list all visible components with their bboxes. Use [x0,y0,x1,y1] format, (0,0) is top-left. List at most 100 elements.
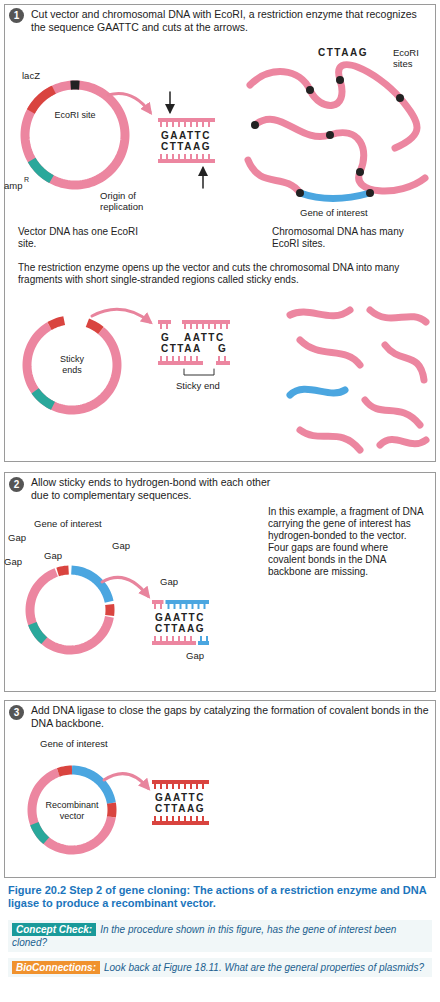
gene-label: Gene of interest [300,207,368,218]
dna-fragment [380,440,426,445]
lacz-gene [87,323,101,331]
part-label: Recombinant vector [42,800,102,822]
part-label: Sticky ends [50,354,94,376]
base-tooth [154,816,156,821]
gene-label: Gene of interest [34,518,102,529]
band-tab: BioConnections: [12,961,100,974]
dna-fragment [300,430,360,450]
base-tooth [160,122,162,127]
base-tooth [202,816,204,821]
step-panel: Allow sticky ends to hydrogen-bond with … [4,472,436,692]
ecori-site-mark [396,94,404,102]
base-tooth [198,604,200,609]
base-tooth [190,784,192,789]
base-tooth [160,324,162,329]
part-label: Origin of replication [100,190,172,212]
base-tooth [174,604,176,609]
base-tooth [166,324,168,329]
base-tooth [202,154,204,159]
ampr-gene [34,824,46,841]
ecori-site-mark [306,86,314,94]
base-tooth [172,356,174,361]
base-tooth [190,356,192,361]
base-tooth [190,154,192,159]
sequence-text: G [218,343,227,354]
base-tooth [196,356,198,361]
base-tooth [196,816,198,821]
ecori-site-mark [251,121,259,129]
ecori-site-mark [326,131,334,139]
note-text: Vector DNA has one EcoRI site. [18,226,158,250]
ecori-site-mark [366,189,374,197]
base-tooth [184,816,186,821]
gap-label: Gap [4,556,22,567]
base-tooth [208,122,210,127]
sequence-text: CTTAA [161,343,202,354]
ecori-end [105,604,114,615]
ecori-site-mark [296,189,304,197]
base-tooth [154,784,156,789]
dna-strand [152,641,196,645]
sequence-text: GAATTC [161,130,211,141]
base-tooth [202,122,204,127]
base-tooth [166,122,168,127]
dna-strand [158,361,203,365]
gene-of-interest-dna [300,193,370,198]
base-tooth [154,636,156,641]
ecori-site-mark [356,168,364,176]
base-tooth [208,154,210,159]
ecori-site-mark [336,76,344,84]
dna-strand [152,821,209,825]
gap-label: Gap [112,540,130,551]
dna-fragment [290,310,350,316]
gene-label: amp [4,180,22,191]
base-tooth [172,122,174,127]
base-tooth [166,154,168,159]
note-text: The restriction enzyme opens up the vect… [18,262,423,286]
chromosomal-dna [250,65,417,148]
ecori-site-mark [71,81,80,90]
dna-strand [158,118,215,122]
base-tooth [166,636,168,641]
lacz-gene [50,321,65,326]
base-tooth [196,784,198,789]
base-tooth [218,356,220,361]
vector-plasmid [25,85,125,185]
ecori-end [58,770,72,772]
ampr-gene [32,624,44,641]
sequence-text: CTTAAG [155,803,205,814]
cut-arrow [169,92,171,112]
base-tooth [178,784,180,789]
base-tooth [172,784,174,789]
ampr-gene [32,160,52,179]
sequence-text: GAATTC [155,792,205,803]
site-label: EcoRI site [53,110,97,121]
step-number: 3 [9,705,24,720]
base-tooth [202,784,204,789]
base-tooth [172,636,174,641]
sequence-text: G [161,332,170,343]
part-label: Sticky end [176,380,220,391]
concept-check-band: Concept Check:In the procedure shown in … [8,920,432,952]
base-tooth [178,636,180,641]
base-tooth [220,324,222,329]
base-tooth [160,154,162,159]
base-tooth [184,356,186,361]
ecori-end [58,570,69,572]
gene-label-superscript: R [24,176,29,184]
base-tooth [166,356,168,361]
zoom-arrow [92,309,150,322]
base-tooth [214,324,216,329]
base-tooth [178,154,180,159]
base-tooth [154,604,156,609]
gene-of-interest-insert [71,570,109,602]
gene-fragment [290,389,345,395]
base-tooth [168,604,170,609]
sequence-text: CTTAAG [161,141,211,152]
base-tooth [224,356,226,361]
base-tooth [178,356,180,361]
cut-arrow [202,168,204,188]
gap-label: Gap [44,550,62,561]
base-tooth [196,122,198,127]
